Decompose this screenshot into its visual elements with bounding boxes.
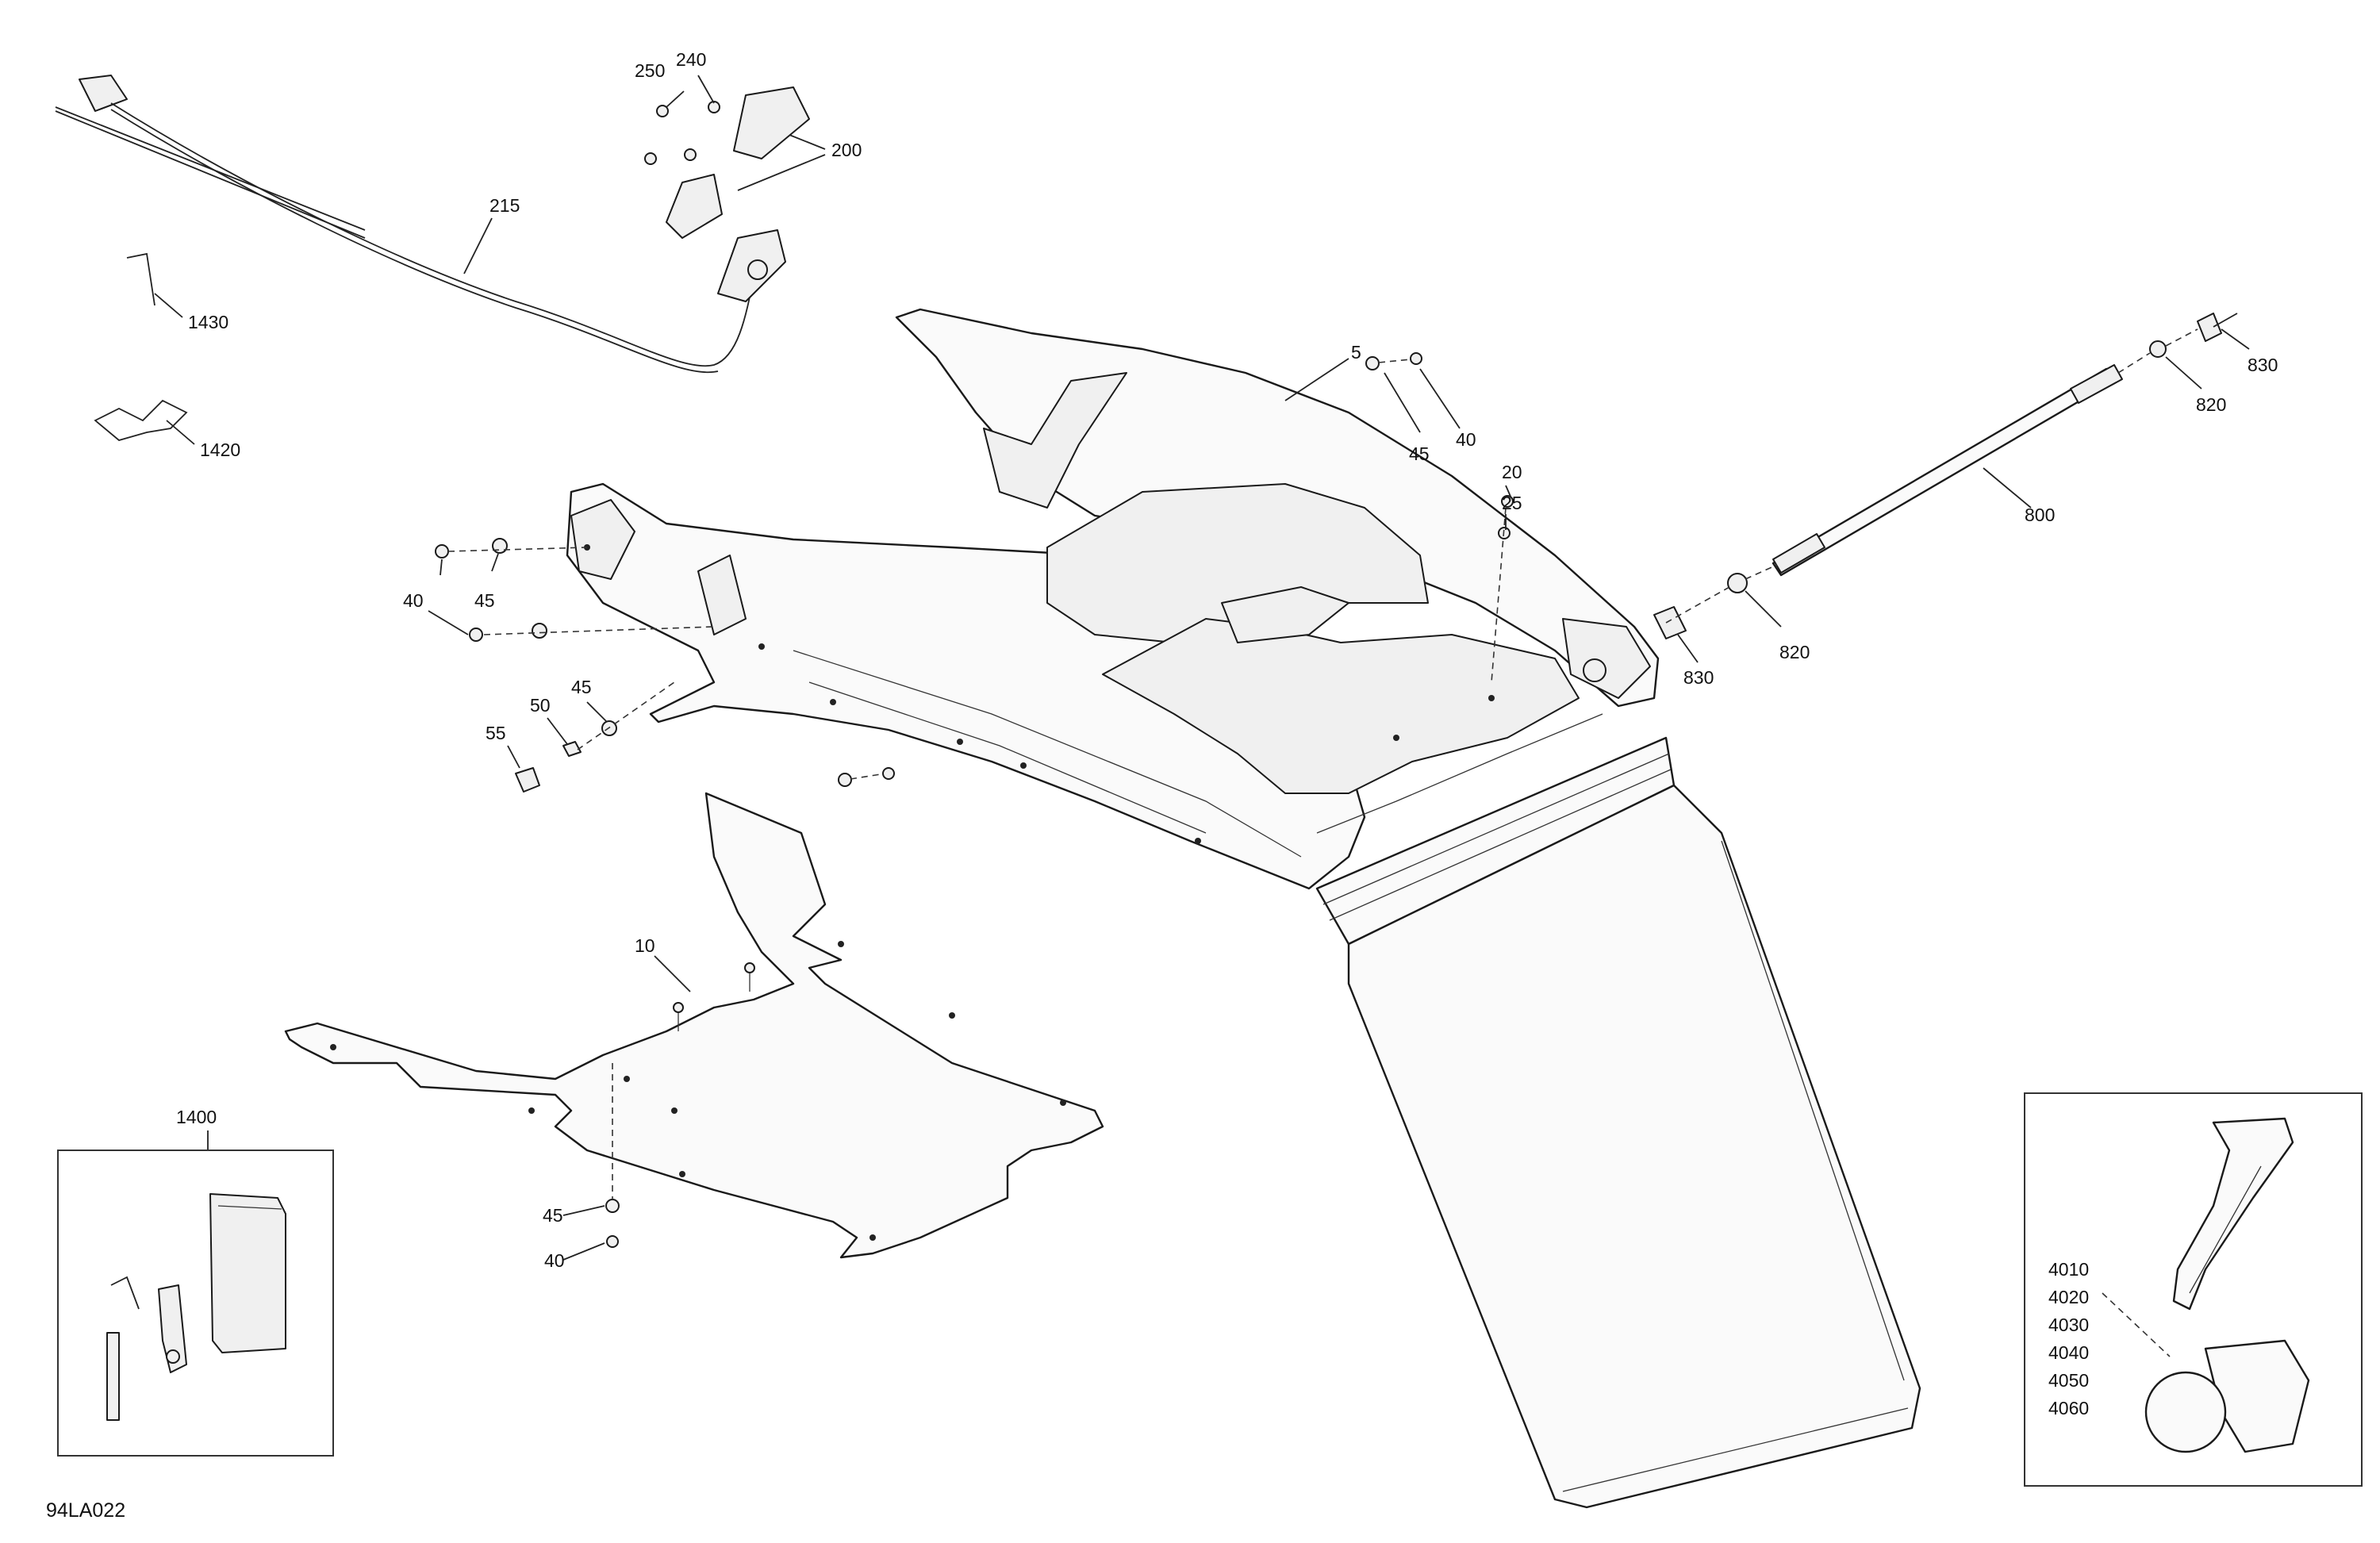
light-assembly-part — [644, 86, 810, 302]
callout-1430: 1430 — [188, 312, 228, 332]
bolt-40-left-upper — [435, 544, 449, 558]
callout-1420: 1420 — [200, 439, 240, 460]
callout-40-bottom: 40 — [544, 1250, 565, 1271]
nut-20 — [1501, 495, 1514, 508]
callout-45-top: 45 — [1409, 443, 1430, 464]
figure-code: 94LA022 — [46, 1499, 125, 1522]
washer-820-upper — [2149, 340, 2167, 358]
callout-labels: 250 240 200 215 1430 1420 5 45 40 20 25 … — [46, 49, 2278, 1522]
callout-250: 250 — [635, 60, 665, 81]
callout-240: 240 — [676, 49, 706, 70]
callout-50: 50 — [530, 695, 551, 716]
callout-10: 10 — [635, 935, 655, 956]
callout-45-left: 45 — [474, 590, 495, 611]
assembly-lines — [447, 328, 2198, 1357]
callout-800: 800 — [2025, 505, 2055, 525]
callout-4010: 4010 — [2048, 1259, 2089, 1280]
wiring-harness-part — [55, 75, 754, 374]
callout-4050: 4050 — [2048, 1370, 2089, 1391]
callout-20: 20 — [1502, 462, 1522, 482]
inset-box-mount — [2024, 1092, 2363, 1487]
washer-820-lower — [1727, 573, 1748, 593]
callout-45-mid: 45 — [571, 677, 592, 697]
callout-200: 200 — [831, 140, 862, 160]
washer-45-center — [838, 773, 852, 787]
nut-50 — [562, 741, 582, 757]
fastener-830-lower — [1653, 606, 1687, 639]
callout-55: 55 — [486, 723, 506, 743]
callout-830-lower: 830 — [1683, 667, 1714, 688]
cap-55 — [515, 767, 540, 793]
bolt-40-top — [1410, 352, 1422, 365]
callout-215: 215 — [489, 195, 520, 216]
hex-key-part — [126, 252, 155, 306]
mud-flap-part — [1315, 736, 1921, 1509]
washer-45-top — [1365, 356, 1380, 370]
bolt-40-left-lower — [469, 628, 483, 642]
kit-box-1400 — [57, 1150, 334, 1457]
callout-830-upper: 830 — [2248, 355, 2278, 375]
rod-part — [1772, 364, 2123, 577]
callout-25: 25 — [1502, 493, 1522, 513]
rear-frame-part — [566, 308, 1660, 890]
bolt-40-center — [882, 767, 895, 780]
callout-45-bottom: 45 — [543, 1205, 563, 1226]
callout-820-upper: 820 — [2196, 394, 2226, 415]
callout-40-left: 40 — [403, 590, 424, 611]
callout-4060: 4060 — [2048, 1398, 2089, 1418]
bolt-40-bottom — [606, 1235, 619, 1248]
callout-820-lower: 820 — [1779, 642, 1810, 662]
callout-1400: 1400 — [176, 1107, 217, 1127]
callout-4040: 4040 — [2048, 1342, 2089, 1363]
washer-45-left-upper — [492, 538, 508, 554]
skid-plate-part — [284, 792, 1104, 1259]
callout-5: 5 — [1351, 342, 1361, 363]
leader-lines — [154, 75, 2250, 1261]
callout-4030: 4030 — [2048, 1315, 2089, 1335]
callout-40-top: 40 — [1456, 429, 1476, 450]
washer-45-left-lower — [532, 623, 547, 639]
clip-part — [94, 399, 188, 441]
fastener-830-upper — [2197, 313, 2238, 342]
callout-4020: 4020 — [2048, 1287, 2089, 1307]
washer-45-bottom — [605, 1199, 620, 1213]
